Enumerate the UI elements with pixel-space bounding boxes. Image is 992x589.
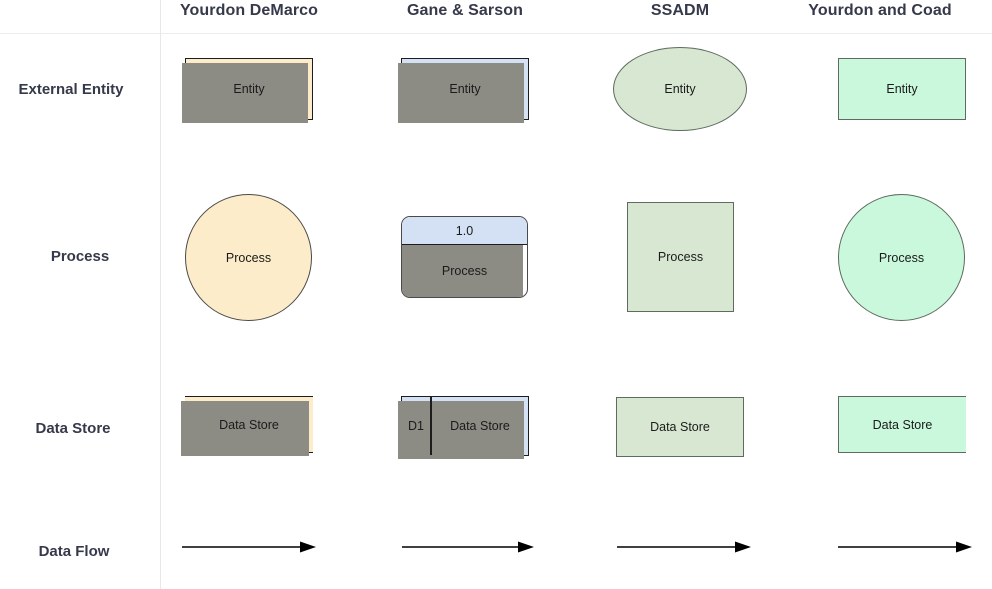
shape-data-flow-gane-sarson — [402, 534, 534, 560]
shape-label: Data Store — [450, 419, 510, 433]
arrow-right-icon — [182, 541, 316, 553]
row-label-data-store: Data Store — [35, 420, 111, 437]
shape-process-yourdon-demarco: Process — [185, 194, 312, 321]
data-store-name-compartment: Data Store — [432, 397, 528, 455]
shape-process-yourdon-coad: Process — [838, 194, 965, 321]
row-label-external-entity: External Entity — [18, 81, 124, 98]
column-header-yourdon-coad: Yourdon and Coad — [808, 2, 952, 19]
shape-external-entity-gane-sarson: Entity — [398, 58, 529, 123]
column-header-ssadm: SSADM — [650, 2, 710, 19]
process-id-label: 1.0 — [455, 223, 474, 238]
shape-label: Entity — [449, 82, 481, 96]
row-label-data-flow: Data Flow — [38, 543, 110, 560]
shape-external-entity-yourdon-coad: Entity — [838, 58, 966, 120]
shape-process-ssadm: Process — [627, 202, 734, 312]
column-header-gane-sarson: Gane & Sarson — [406, 2, 523, 19]
arrow-right-icon — [617, 541, 751, 553]
shape-data-flow-yourdon-coad — [838, 534, 972, 560]
shape-label: Process — [657, 250, 704, 264]
header-divider-line — [0, 33, 992, 34]
shape-external-entity-yourdon-demarco: Entity — [182, 58, 313, 123]
data-store-id-compartment: D1 — [402, 397, 432, 455]
shape-label: Data Store — [219, 417, 279, 432]
shape-data-store-ssadm: Data Store — [616, 397, 744, 457]
arrow-right-icon — [838, 541, 972, 553]
shape-label: Process — [225, 250, 272, 265]
shape-label: Process — [441, 264, 488, 278]
shape-label: Entity — [664, 82, 696, 96]
shape-process-gane-sarson: 1.0 Process — [401, 216, 528, 298]
shape-data-store-yourdon-demarco: Data Store — [181, 396, 313, 456]
shape-label: Entity — [886, 82, 918, 96]
data-store-id-label: D1 — [408, 419, 424, 433]
shape-label: Process — [878, 250, 925, 265]
shape-label: Data Store — [650, 420, 710, 434]
shape-data-flow-ssadm — [617, 534, 751, 560]
row-label-column-divider — [160, 0, 161, 589]
shape-data-store-gane-sarson: D1 Data Store — [398, 396, 529, 459]
shape-label: Data Store — [872, 417, 933, 432]
row-label-process: Process — [50, 248, 110, 265]
shape-data-flow-yourdon-demarco — [182, 534, 316, 560]
arrow-right-icon — [402, 541, 534, 553]
process-name-compartment: Process — [402, 245, 527, 297]
shape-label: Entity — [233, 82, 265, 96]
shape-external-entity-ssadm: Entity — [613, 47, 747, 131]
column-header-yourdon-demarco: Yourdon DeMarco — [179, 2, 319, 19]
process-id-compartment: 1.0 — [402, 217, 527, 245]
shape-data-store-yourdon-coad: Data Store — [838, 396, 966, 453]
